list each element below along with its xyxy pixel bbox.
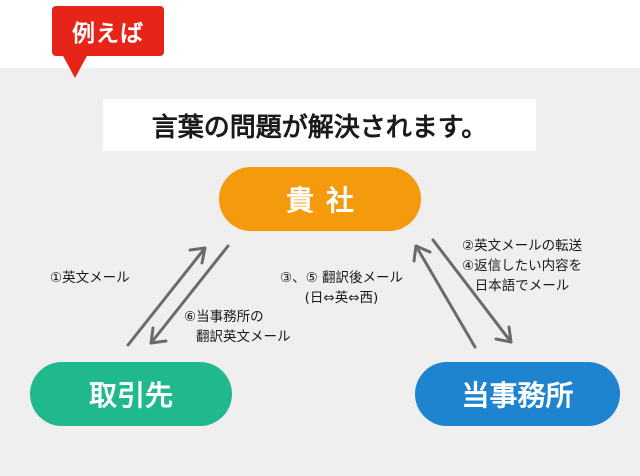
label-agency-to-company-line2: (日⇔英⇔西) <box>304 290 379 306</box>
arrow-company-to-agency <box>431 238 513 344</box>
label-company-to-agency: ②英文メールの転送 ④返信したい内容を 日本語でメール <box>462 236 582 296</box>
arrow-partner-to-company <box>126 246 207 347</box>
label-company-to-agency-line2: ④返信したい内容を <box>462 258 583 274</box>
label-company-to-agency-line1: ②英文メールの転送 <box>462 238 583 254</box>
headline: 言葉の問題が解決されます。 <box>103 99 536 151</box>
node-partner: 取引先 <box>30 362 232 426</box>
node-company: 貴社 <box>219 167 421 231</box>
label-company-to-partner: ⑥当事務所の 翻訳英文メール <box>184 307 291 347</box>
label-agency-to-company-line1: ③、⑤ 翻訳後メール <box>280 270 403 286</box>
example-tag: 例えば <box>52 6 164 56</box>
node-agency: 当事務所 <box>415 362 620 426</box>
label-company-to-agency-line3: 日本語でメール <box>474 278 570 294</box>
arrow-company-to-partner <box>149 244 230 345</box>
label-company-to-partner-line1: ⑥当事務所の <box>184 309 264 325</box>
label-agency-to-company: ③、⑤ 翻訳後メール (日⇔英⇔西) <box>280 268 403 308</box>
example-tag-pointer <box>62 54 88 78</box>
label-company-to-partner-line2: 翻訳英文メール <box>196 329 291 345</box>
arrow-agency-to-company <box>412 244 477 349</box>
label-partner-to-company: ①英文メール <box>50 270 130 286</box>
